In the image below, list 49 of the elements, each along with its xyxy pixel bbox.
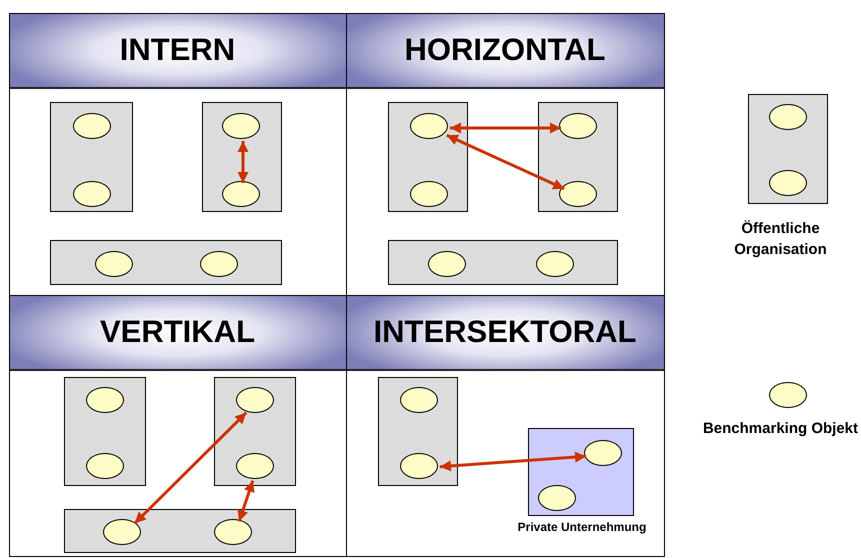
object-ellipse [102,518,140,544]
legend-label: Benchmarking Objekt [702,419,860,439]
object-ellipse [428,250,466,276]
header-band: INTERSEKTORAL [346,296,664,370]
organisation-box [50,102,133,212]
organisation-box [538,102,618,212]
header-band: VERTIKAL [10,296,346,370]
organisation-box [214,377,296,486]
organisation-box [388,240,618,285]
organisation-box [50,240,282,285]
object-ellipse [410,112,448,138]
header-band: HORIZONTAL [346,14,664,88]
object-ellipse [400,452,438,478]
quadrant-panel [8,294,346,556]
object-ellipse [410,180,448,206]
object-ellipse [538,484,576,510]
organisation-box [64,509,296,553]
legend-label: Öffentliche Organisation [733,219,828,260]
organisation-box [64,377,146,486]
object-ellipse [558,180,596,206]
object-ellipse [86,386,124,412]
object-ellipse [222,180,260,206]
object-ellipse [236,386,274,412]
double-arrow [440,452,586,472]
double-arrow [446,134,565,190]
object-ellipse [72,180,110,206]
object-ellipse [536,250,574,276]
object-ellipse [86,452,124,478]
box-caption: Private Unternehmung [516,520,648,534]
quadrant-panel [346,12,664,296]
double-arrow [134,412,248,524]
object-ellipse [72,112,110,138]
quadrant-panel [8,12,346,296]
object-ellipse [94,250,132,276]
object-ellipse [400,386,438,412]
object-ellipse [236,452,274,478]
double-arrow [237,480,255,522]
organisation-box [388,102,468,212]
organisation-box [378,377,458,486]
object-ellipse [214,518,252,544]
header-band: INTERN [10,14,346,88]
organisation-box [202,102,282,212]
object-ellipse [584,440,622,466]
quadrant-panel [346,294,664,556]
double-arrow [238,141,248,183]
object-ellipse [222,112,260,138]
object-ellipse [558,112,596,138]
object-ellipse [200,250,238,276]
double-arrow [450,122,561,134]
